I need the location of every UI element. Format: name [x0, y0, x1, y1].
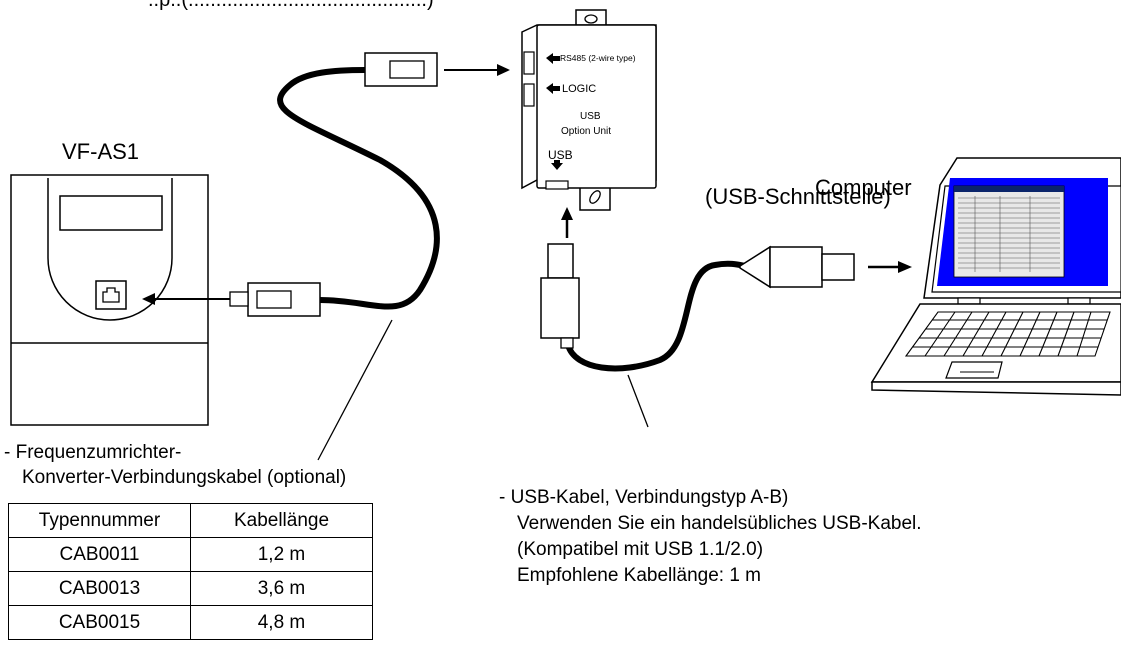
- table-cell-length: 4,8 m: [190, 605, 373, 640]
- arrow-to-inverter: [142, 293, 230, 305]
- arrow-left-icon: [546, 53, 560, 64]
- arrow-down-icon: [551, 160, 563, 170]
- converter-port-usb-label: USB: [548, 148, 573, 162]
- usb-a-plug: [739, 245, 855, 289]
- laptop-touchpad: [945, 361, 1003, 379]
- usb-cable: [540, 243, 855, 372]
- table-cell-type: CAB0013: [8, 571, 191, 606]
- arrow-to-computer: [868, 261, 912, 273]
- computer-label-line1: Computer: [815, 175, 912, 200]
- leader-line-usb-cable: [627, 374, 649, 428]
- right-note-line1: - USB-Kabel, Verbindungstyp A-B): [499, 487, 789, 508]
- converter-title-line2: Option Unit: [561, 126, 612, 137]
- converter-port-logic-label: LOGIC: [562, 83, 597, 95]
- table-cell-length: 1,2 m: [190, 537, 373, 572]
- table-header-length: Kabellänge: [190, 503, 373, 538]
- usb-b-plug: [540, 243, 580, 349]
- table-row: CAB0013 3,6 m: [8, 571, 373, 606]
- converter-title-line1: USB: [580, 111, 601, 122]
- table-header-row: Typennummer Kabellänge: [8, 503, 373, 538]
- table-cell-type: CAB0015: [8, 605, 191, 640]
- table-cell-length: 3,6 m: [190, 571, 373, 606]
- arrow-usb-to-converter: [561, 207, 573, 238]
- table-row: CAB0011 1,2 m: [8, 537, 373, 572]
- arrow-to-converter: [444, 64, 510, 76]
- top-caption-fragment: ..p..(..................................…: [148, 0, 434, 11]
- rj45-plug-inverter-side: [229, 282, 321, 317]
- left-note-line1: - Frequenzumrichter-: [4, 442, 182, 463]
- table-header-type: Typennummer: [8, 503, 191, 538]
- laptop-keyboard: [904, 311, 1111, 357]
- rj45-cable: [229, 52, 440, 317]
- rj45-port-icon: [95, 280, 127, 310]
- leader-line-rj45-cable: [317, 319, 393, 461]
- left-note-line2: Konverter-Verbindungskabel (optional): [22, 467, 347, 488]
- computer-label-line2: (USB-Schnittstelle): [705, 184, 891, 209]
- inverter-display: [59, 195, 163, 231]
- right-note-line2: Verwenden Sie ein handelsübliches USB-Ka…: [517, 513, 922, 534]
- inverter-label: VF-AS1: [62, 139, 140, 164]
- usb-converter-illustration: [521, 9, 657, 211]
- cable-length-table: Typennummer Kabellänge CAB0011 1,2 m CAB…: [8, 503, 373, 640]
- laptop-illustration: [870, 157, 1121, 396]
- right-note-line3: (Kompatibel mit USB 1.1/2.0): [517, 539, 764, 560]
- laptop-screen: [937, 178, 1108, 286]
- right-note-line4: Empfohlene Kabellänge: 1 m: [517, 565, 761, 586]
- table-cell-type: CAB0011: [8, 537, 191, 572]
- arrow-left-icon: [546, 83, 560, 94]
- rj45-plug-converter-side: [364, 52, 438, 87]
- table-row: CAB0015 4,8 m: [8, 605, 373, 640]
- converter-port-rs485-label: RS485 (2-wire type): [560, 53, 636, 63]
